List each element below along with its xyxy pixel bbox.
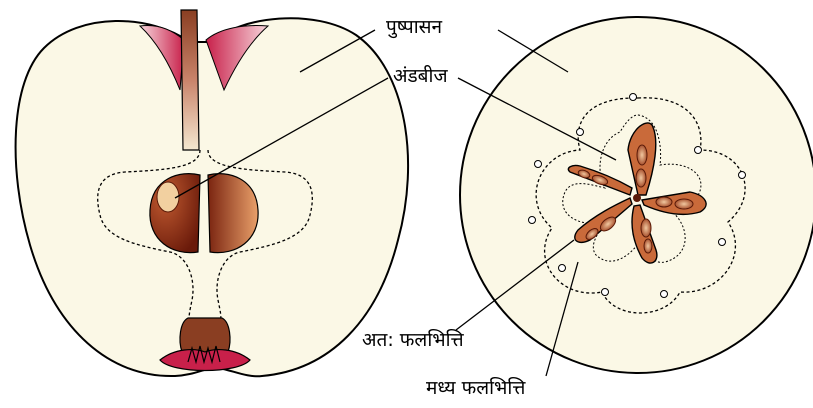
transverse-section — [460, 17, 813, 373]
central-axis — [633, 194, 641, 202]
longitudinal-section — [16, 10, 409, 376]
label-mesocarp: मध्य फलभित्ति — [426, 376, 526, 399]
label-endocarp: अत: फलभित्ति — [362, 328, 465, 351]
label-receptacle: पुष्पासन — [386, 16, 442, 39]
label-ovule: अंडबीज — [393, 64, 448, 87]
calyx-tube — [180, 318, 230, 352]
stalk — [181, 10, 199, 150]
